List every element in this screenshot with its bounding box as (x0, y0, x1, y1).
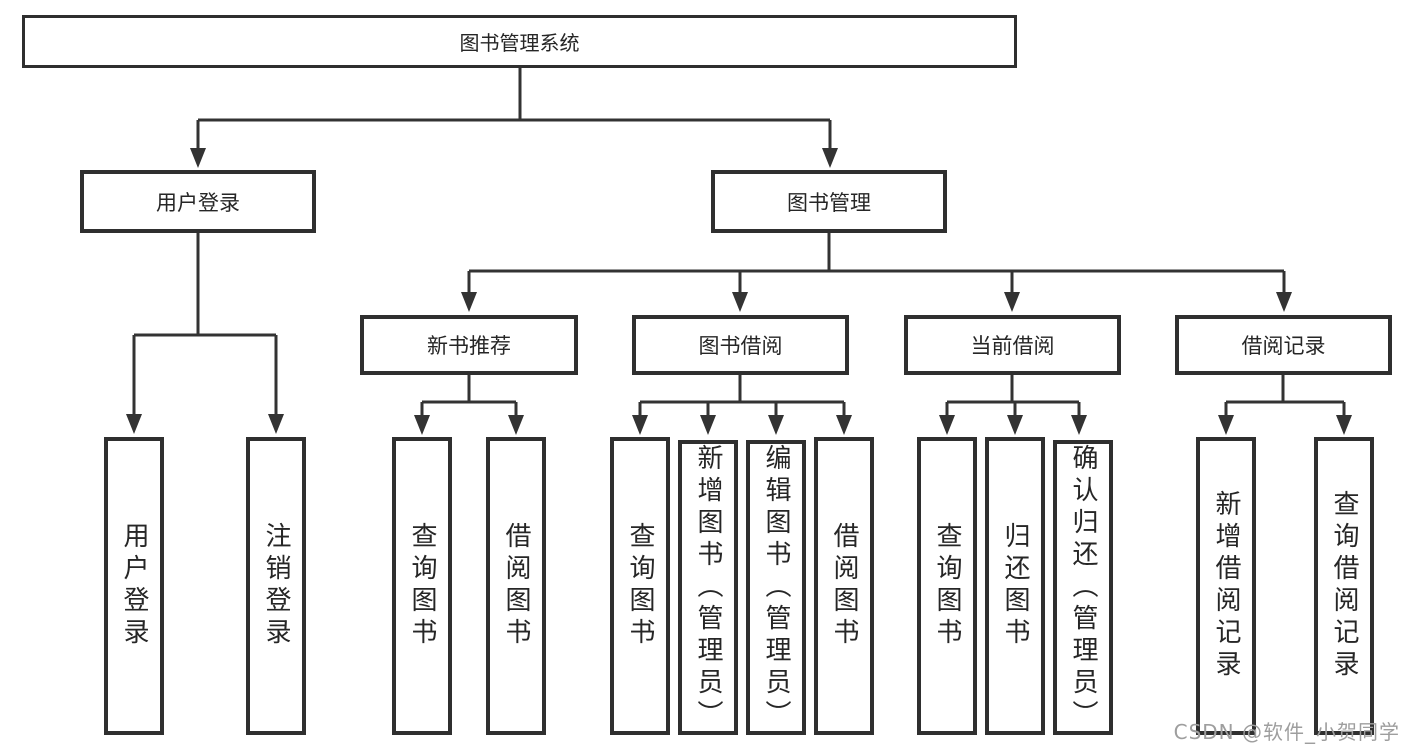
connector-book-management (461, 233, 1292, 312)
leaf-query-books-recommend-label: 查询图书 (407, 522, 437, 650)
leaf-query-books-recommend: 查询图书 (392, 437, 452, 735)
node-borrowing-records-label: 借阅记录 (1241, 334, 1326, 358)
connector-current-borrowing (939, 375, 1087, 435)
node-root: 图书管理系统 (22, 15, 1017, 68)
node-book-management-label: 图书管理 (787, 190, 871, 215)
leaf-edit-books-admin: 编辑图书（管理员） (746, 440, 806, 735)
leaf-query-borrow-record: 查询借阅记录 (1314, 437, 1374, 735)
leaf-query-books-borrowing-label: 查询图书 (625, 522, 655, 650)
node-new-book-recommend: 新书推荐 (360, 315, 578, 375)
node-book-borrowing-label: 图书借阅 (698, 334, 783, 358)
csdn-watermark: CSDN @软件_小贺同学 (1173, 720, 1400, 744)
leaf-borrow-books-borrowing: 借阅图书 (814, 437, 874, 735)
leaf-add-books-admin-label: 新增图书（管理员） (693, 443, 723, 732)
node-current-borrowing: 当前借阅 (904, 315, 1121, 375)
connector-borrowing-records (1218, 375, 1352, 435)
leaf-borrow-books-recommend: 借阅图书 (486, 437, 546, 735)
connector-root (190, 68, 838, 168)
leaf-return-books-label: 归还图书 (1000, 522, 1030, 650)
leaf-add-borrow-record: 新增借阅记录 (1196, 437, 1256, 735)
node-root-label: 图书管理系统 (459, 31, 580, 55)
node-current-borrowing-label: 当前借阅 (970, 334, 1055, 358)
leaf-query-books-borrowing: 查询图书 (610, 437, 670, 735)
node-user-login-label: 用户登录 (156, 190, 240, 215)
leaf-confirm-return-admin: 确认归还（管理员） (1053, 440, 1113, 735)
leaf-logout-label: 注销登录 (261, 522, 291, 650)
node-borrowing-records: 借阅记录 (1175, 315, 1392, 375)
leaf-add-borrow-record-label: 新增借阅记录 (1211, 490, 1241, 682)
leaf-query-borrow-record-label: 查询借阅记录 (1329, 490, 1359, 682)
node-book-management: 图书管理 (711, 170, 947, 233)
leaf-return-books: 归还图书 (985, 437, 1045, 735)
connector-book-borrowing (632, 375, 852, 435)
leaf-confirm-return-admin-label: 确认归还（管理员） (1068, 443, 1098, 732)
leaf-borrow-books-recommend-label: 借阅图书 (501, 522, 531, 650)
leaf-query-books-current-label: 查询图书 (932, 522, 962, 650)
leaf-user-login-label: 用户登录 (119, 522, 149, 650)
connector-user-login (126, 233, 284, 434)
node-book-borrowing: 图书借阅 (632, 315, 849, 375)
leaf-logout: 注销登录 (246, 437, 306, 735)
connector-new-book-recommend (414, 375, 524, 435)
node-user-login: 用户登录 (80, 170, 316, 233)
leaf-borrow-books-borrowing-label: 借阅图书 (829, 522, 859, 650)
node-new-book-recommend-label: 新书推荐 (427, 334, 511, 358)
leaf-add-books-admin: 新增图书（管理员） (678, 440, 738, 735)
leaf-query-books-current: 查询图书 (917, 437, 977, 735)
leaf-user-login: 用户登录 (104, 437, 164, 735)
leaf-edit-books-admin-label: 编辑图书（管理员） (761, 443, 791, 732)
